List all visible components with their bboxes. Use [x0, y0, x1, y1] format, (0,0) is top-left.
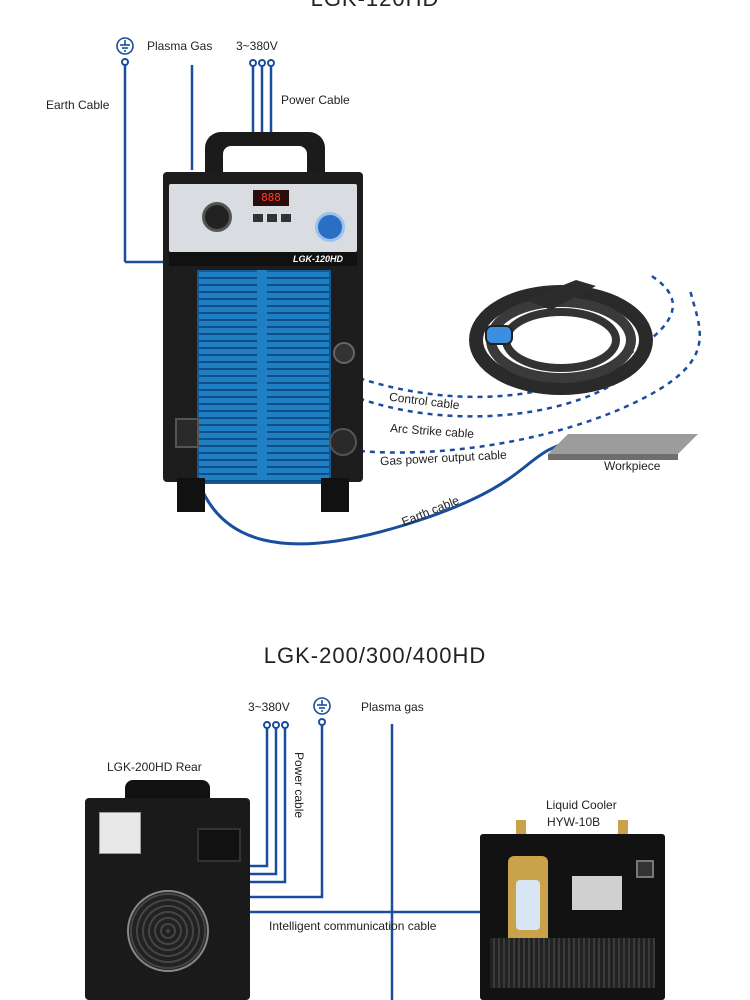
model-strip: LGK-120HD: [169, 252, 357, 266]
control-panel: 888: [169, 184, 357, 252]
panel-button[interactable]: [281, 214, 291, 222]
section1-title: LGK-120HD: [0, 0, 750, 12]
control-socket: [333, 342, 355, 364]
torch-connector: [485, 325, 513, 345]
workpiece-label: Workpiece: [604, 459, 661, 473]
power-cable-label-2: Power cable: [292, 752, 306, 819]
rear-circuit-breaker: [99, 812, 141, 854]
ground-icon: [116, 37, 134, 55]
gas-power-output-line: [349, 289, 701, 454]
plasma-torch-coil: [469, 280, 653, 395]
gas-power-socket: [329, 428, 357, 456]
cooler-vent: [490, 938, 655, 988]
output-socket-icon: [202, 202, 232, 232]
intelligent-cable-label: Intelligent communication cable: [269, 919, 437, 933]
rear-unit-label: LGK-200HD Rear: [107, 760, 202, 774]
voltage-label: 3~380V: [236, 39, 278, 53]
rear-fan-icon: [127, 890, 209, 972]
panel-button[interactable]: [253, 214, 263, 222]
digital-display: 888: [253, 190, 289, 206]
current-knob[interactable]: [315, 212, 345, 242]
liquid-cooler-label: Liquid Cooler: [546, 798, 617, 812]
workpiece-plate: [548, 434, 698, 460]
cooler-model-label: HYW-10B: [547, 815, 601, 829]
earth-cable-to-workpiece: [188, 438, 581, 546]
lgk-200hd-rear-unit: [85, 780, 250, 1000]
lgk-120hd-machine: 888 LGK-120HD: [163, 132, 363, 512]
cooler-signal-port: [636, 860, 654, 878]
plasma-gas-label: Plasma Gas: [147, 39, 213, 53]
liquid-cooler-unit: [480, 820, 665, 1000]
earth-socket: [175, 418, 199, 448]
torch-head: [526, 280, 596, 310]
ground-icon: [313, 697, 331, 715]
section2-title: LGK-200/300/400HD: [263, 643, 487, 668]
cooler-label-plate: [572, 876, 622, 910]
earth-terminal-dot: [121, 58, 129, 66]
power-cable-label: Power Cable: [281, 93, 350, 107]
earth-cable-label: Earth Cable: [46, 98, 110, 112]
plasma-gas-label-2: Plasma gas: [361, 700, 424, 714]
rear-connector-block: [197, 828, 241, 862]
panel-button[interactable]: [267, 214, 277, 222]
voltage-label-2: 3~380V: [248, 700, 290, 714]
